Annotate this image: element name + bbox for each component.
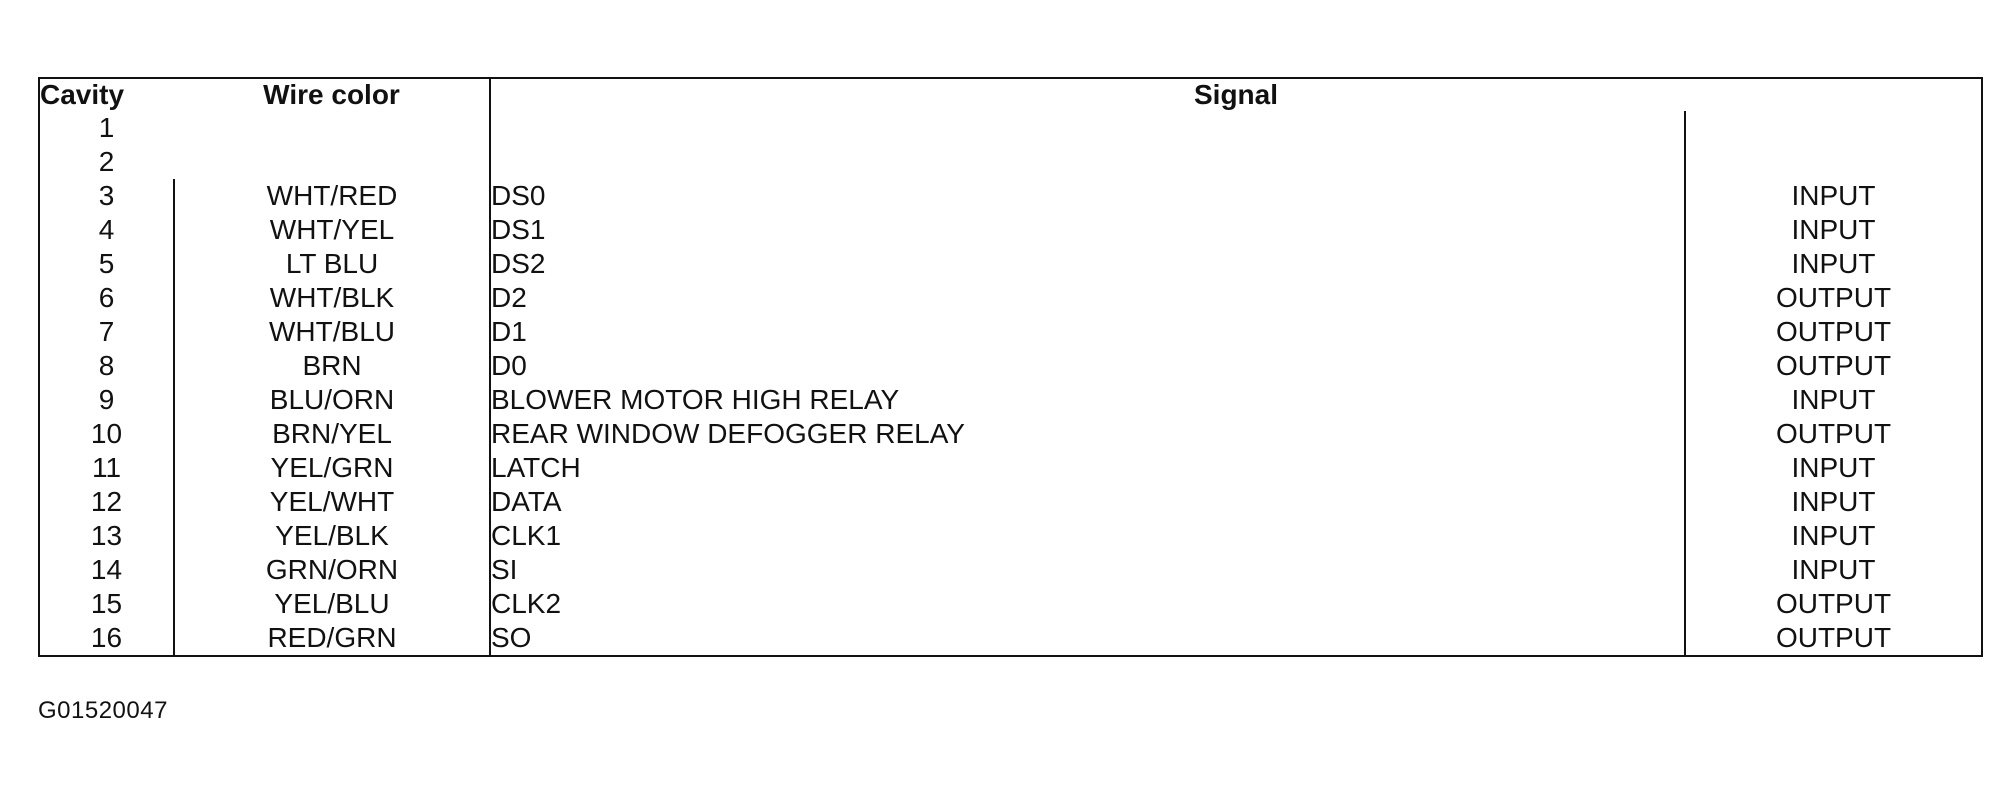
signal-name: DS1 bbox=[489, 213, 1685, 247]
table-row: 9 BLU/ORN BLOWER MOTOR HIGH RELAY INPUT bbox=[39, 383, 1983, 417]
cavity-number: 10 bbox=[90, 418, 123, 449]
wire-color: YEL/GRN bbox=[173, 451, 490, 485]
table-row: 11 YEL/GRN LATCH INPUT bbox=[39, 451, 1983, 485]
table-row: 1 bbox=[39, 111, 1983, 145]
wire-color: WHT/BLU bbox=[173, 315, 490, 349]
table-row: 3 WHT/RED DS0 INPUT bbox=[39, 179, 1983, 213]
signal-name bbox=[489, 145, 1685, 179]
wire-color: YEL/WHT bbox=[173, 485, 490, 519]
wire-color: GRN/ORN bbox=[173, 553, 490, 587]
table-row: 14 GRN/ORN SI INPUT bbox=[39, 553, 1983, 587]
figure-id: G01520047 bbox=[38, 697, 168, 724]
column-header-cavity: Cavity bbox=[40, 79, 125, 110]
table-body: 1 2 3 WHT/RED DS0 INPUT 4 WHT/YEL DS1 IN… bbox=[39, 111, 1983, 656]
signal-direction: INPUT bbox=[1683, 485, 1983, 519]
wire-color: YEL/BLU bbox=[173, 587, 490, 621]
table-row: 12 YEL/WHT DATA INPUT bbox=[39, 485, 1983, 519]
wire-color bbox=[174, 145, 490, 179]
cavity-number: 12 bbox=[90, 486, 123, 517]
cavity-number: 3 bbox=[98, 180, 115, 211]
cavity-number: 6 bbox=[98, 282, 115, 313]
table-row: 4 WHT/YEL DS1 INPUT bbox=[39, 213, 1983, 247]
signal-direction: OUTPUT bbox=[1683, 281, 1983, 315]
wire-color: WHT/YEL bbox=[173, 213, 490, 247]
signal-name: SI bbox=[489, 553, 1685, 587]
table-row: 13 YEL/BLK CLK1 INPUT bbox=[39, 519, 1983, 553]
signal-direction: INPUT bbox=[1683, 553, 1983, 587]
table-row: 15 YEL/BLU CLK2 OUTPUT bbox=[39, 587, 1983, 621]
signal-name: D0 bbox=[489, 349, 1685, 383]
signal-direction: OUTPUT bbox=[1683, 315, 1983, 349]
cavity-number: 5 bbox=[98, 248, 115, 279]
signal-direction: OUTPUT bbox=[1683, 349, 1983, 383]
signal-name: REAR WINDOW DEFOGGER RELAY bbox=[489, 417, 1685, 451]
signal-name: DATA bbox=[489, 485, 1685, 519]
signal-direction: INPUT bbox=[1683, 519, 1983, 553]
signal-direction: INPUT bbox=[1683, 213, 1983, 247]
cavity-number: 4 bbox=[98, 214, 115, 245]
signal-direction: INPUT bbox=[1683, 383, 1983, 417]
table-row: 8 BRN D0 OUTPUT bbox=[39, 349, 1983, 383]
signal-direction: OUTPUT bbox=[1683, 621, 1983, 656]
column-header-signal: Signal bbox=[488, 78, 1983, 111]
connector-pinout-table: Cavity Wire color Signal 1 2 3 WHT/RED D… bbox=[38, 77, 1984, 657]
table-row: 7 WHT/BLU D1 OUTPUT bbox=[39, 315, 1983, 349]
signal-name: D2 bbox=[489, 281, 1685, 315]
wire-color: WHT/RED bbox=[173, 179, 490, 213]
wire-color: RED/GRN bbox=[173, 621, 490, 656]
signal-name: SO bbox=[489, 621, 1685, 656]
cavity-number: 15 bbox=[90, 588, 123, 619]
cavity-number: 2 bbox=[98, 146, 115, 177]
signal-direction bbox=[1683, 111, 1983, 145]
table-row: 6 WHT/BLK D2 OUTPUT bbox=[39, 281, 1983, 315]
signal-name: LATCH bbox=[489, 451, 1685, 485]
signal-direction bbox=[1683, 145, 1983, 179]
table-header-row: Cavity Wire color Signal bbox=[39, 78, 1983, 111]
wire-color: BLU/ORN bbox=[173, 383, 490, 417]
wire-color bbox=[174, 111, 490, 145]
signal-name: DS0 bbox=[489, 179, 1685, 213]
column-header-wire-color: Wire color bbox=[263, 79, 400, 110]
signal-name bbox=[489, 111, 1685, 145]
signal-name: BLOWER MOTOR HIGH RELAY bbox=[489, 383, 1685, 417]
cavity-number: 7 bbox=[98, 316, 115, 347]
wire-color: WHT/BLK bbox=[173, 281, 490, 315]
cavity-number: 11 bbox=[91, 452, 122, 483]
cavity-number: 13 bbox=[90, 520, 123, 551]
signal-name: D1 bbox=[489, 315, 1685, 349]
signal-direction: OUTPUT bbox=[1683, 417, 1983, 451]
cavity-number: 8 bbox=[98, 350, 115, 381]
cavity-number: 1 bbox=[98, 112, 115, 143]
wire-color: BRN/YEL bbox=[173, 417, 490, 451]
wire-color: LT BLU bbox=[173, 247, 490, 281]
cavity-number: 14 bbox=[90, 554, 123, 585]
signal-direction: INPUT bbox=[1683, 451, 1983, 485]
table-row: 5 LT BLU DS2 INPUT bbox=[39, 247, 1983, 281]
signal-name: DS2 bbox=[489, 247, 1685, 281]
signal-direction: INPUT bbox=[1683, 179, 1983, 213]
wire-color: YEL/BLK bbox=[173, 519, 490, 553]
signal-direction: INPUT bbox=[1683, 247, 1983, 281]
cavity-number: 16 bbox=[90, 622, 123, 653]
table-row: 16 RED/GRN SO OUTPUT bbox=[39, 621, 1983, 656]
signal-name: CLK2 bbox=[489, 587, 1685, 621]
table-row: 10 BRN/YEL REAR WINDOW DEFOGGER RELAY OU… bbox=[39, 417, 1983, 451]
wire-color: BRN bbox=[173, 349, 490, 383]
cavity-number: 9 bbox=[98, 384, 115, 415]
signal-name: CLK1 bbox=[489, 519, 1685, 553]
table-row: 2 bbox=[39, 145, 1983, 179]
signal-direction: OUTPUT bbox=[1683, 587, 1983, 621]
